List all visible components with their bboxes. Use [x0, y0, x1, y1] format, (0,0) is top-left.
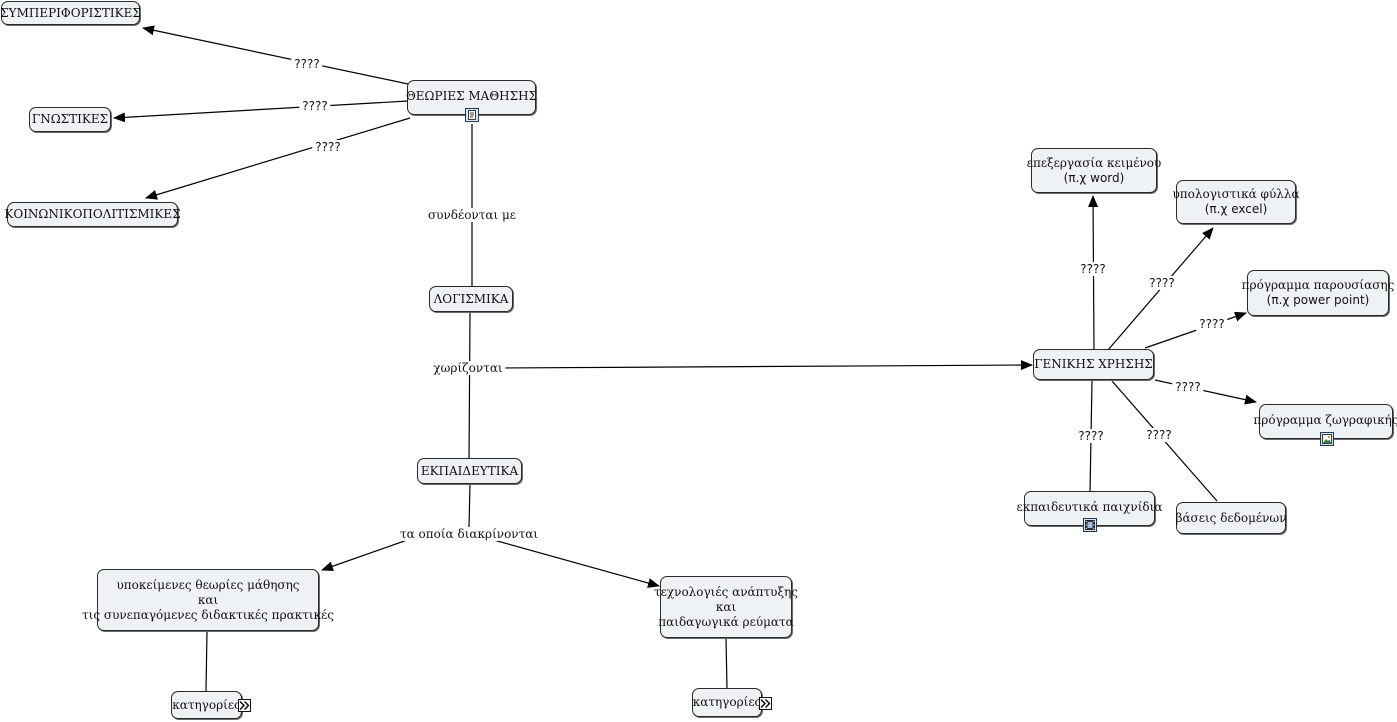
- concept-line-1: επεξεργασία κειμένου: [1026, 155, 1162, 170]
- concept-presentation[interactable]: πρόγραμμα παρουσίασης (π.χ power point): [1242, 270, 1394, 316]
- link-label-excel: ????: [1146, 276, 1178, 290]
- expand-icon[interactable]: [759, 697, 772, 710]
- edge-theories-behaviorist: [142, 25, 409, 85]
- concept-line-2: και: [197, 592, 219, 607]
- concept-label: ΚΟΙΝΩΝΙΚΟΠΟΛΙΤΙΣΜΙΚΕΣ: [4, 207, 181, 221]
- edge-theories-cognitive: [113, 100, 409, 123]
- concept-categories-left[interactable]: κατηγορίες: [171, 691, 242, 719]
- edge-theories-sociocultural: [145, 117, 411, 200]
- concept-behaviorist[interactable]: ΣΥΜΠΕΡΙΦΟΡΙΣΤΙΚΕΣ: [0, 1, 141, 25]
- concept-technologies[interactable]: τεχνολογιές ανάπτυξης και παιδαγωγικά ρε…: [654, 576, 798, 638]
- concept-line-3: τις συνεπαγόμενες διδακτικές πρακτικές: [82, 607, 335, 622]
- link-label-games: ????: [1075, 429, 1107, 443]
- concept-line-1: τεχνολογιές ανάπτυξης: [654, 584, 798, 599]
- link-label-ppt: ????: [1196, 317, 1228, 331]
- edge-tech-categories: [725, 637, 728, 689]
- document-icon[interactable]: [465, 108, 479, 122]
- concept-underlying-theories[interactable]: υποκείμενες θεωρίες μάθησης και τις συνε…: [82, 569, 334, 631]
- edge-software-divided: [468, 312, 471, 461]
- edge-underlying-categories: [205, 630, 208, 692]
- link-label-behaviorist: ????: [291, 57, 323, 71]
- link-label-cognitive: ????: [299, 99, 331, 113]
- concept-general-use[interactable]: ΓΕΝΙΚΗΣ ΧΡΗΣΗΣ: [1033, 349, 1154, 380]
- link-label-distinguished: τα οποία διακρίνονται: [396, 527, 542, 541]
- concept-line-2: (π.χ word): [1063, 170, 1125, 185]
- concept-categories-right[interactable]: κατηγορίες: [692, 688, 762, 717]
- video-icon[interactable]: [1083, 518, 1097, 532]
- link-label-divided: χωρίζονται: [430, 361, 506, 375]
- concept-line-1: πρόγραμμα παρουσίασης: [1241, 278, 1395, 292]
- edge-general-ppt: [1144, 311, 1247, 349]
- concept-sociocultural[interactable]: ΚΟΙΝΩΝΙΚΟΠΟΛΙΤΙΣΜΙΚΕΣ: [4, 202, 181, 227]
- edge-distinguished-tech: [489, 538, 660, 588]
- concept-label: ΓΕΝΙΚΗΣ ΧΡΗΣΗΣ: [1034, 357, 1153, 371]
- edge-general-paint: [1154, 379, 1257, 405]
- concept-label: ΛΟΓΙΣΜΙΚΑ: [433, 291, 509, 306]
- concept-word-processing[interactable]: επεξεργασία κειμένου (π.χ word): [1027, 148, 1161, 193]
- concept-line-2: (π.χ excel): [1204, 202, 1268, 216]
- concept-label: ΣΥΜΠΕΡΙΦΟΡΙΣΤΙΚΕΣ: [0, 5, 141, 20]
- concept-line-1: υποκείμενες θεωρίες μάθησης: [116, 577, 300, 592]
- expand-icon[interactable]: [238, 699, 251, 712]
- concept-educational[interactable]: ΕΚΠΑΙΔΕΥΤΙΚΑ: [417, 458, 522, 484]
- concept-databases[interactable]: βάσεις δεδομένων: [1175, 502, 1287, 534]
- link-label-sociocultural: ????: [312, 140, 344, 154]
- link-label-word: ????: [1077, 262, 1109, 276]
- edge-distinguished-underlying: [321, 538, 411, 572]
- link-label-db: ????: [1143, 428, 1175, 442]
- concept-line-3: παιδαγωγικά ρεύματα: [658, 614, 794, 629]
- concept-line-2: (π.χ power point): [1266, 293, 1370, 307]
- concept-label: πρόγραμμα ζωγραφικής: [1253, 412, 1397, 427]
- edge-edu-distinguished: [468, 483, 471, 528]
- concept-label: βάσεις δεδομένων: [1175, 510, 1287, 525]
- concept-label: ΓΝΩΣΤΙΚΕΣ: [31, 112, 109, 126]
- concept-label: ΘΕΩΡΙΕΣ ΜΑΘΗΣΗΣ: [405, 89, 538, 103]
- concept-line-2: και: [715, 599, 737, 614]
- image-icon[interactable]: [1320, 432, 1334, 446]
- concept-label: κατηγορίες: [172, 697, 241, 712]
- link-label-connected: συνδέονται με: [424, 208, 520, 222]
- link-label-paint: ????: [1172, 380, 1204, 394]
- concept-software[interactable]: ΛΟΓΙΣΜΙΚΑ: [429, 286, 513, 312]
- concept-cognitive[interactable]: ΓΝΩΣΤΙΚΕΣ: [29, 107, 111, 132]
- concept-label: κατηγορίες: [692, 695, 762, 709]
- concept-label: εκπαιδευτικά παιχνίδια: [1016, 499, 1163, 514]
- edge-divided-general: [496, 360, 1033, 371]
- concept-label: ΕΚΠΑΙΔΕΥΤΙΚΑ: [420, 463, 519, 478]
- concept-line-1: υπολογιστικά φύλλα: [1172, 187, 1300, 201]
- concept-spreadsheets[interactable]: υπολογιστικά φύλλα (π.χ excel): [1172, 180, 1300, 224]
